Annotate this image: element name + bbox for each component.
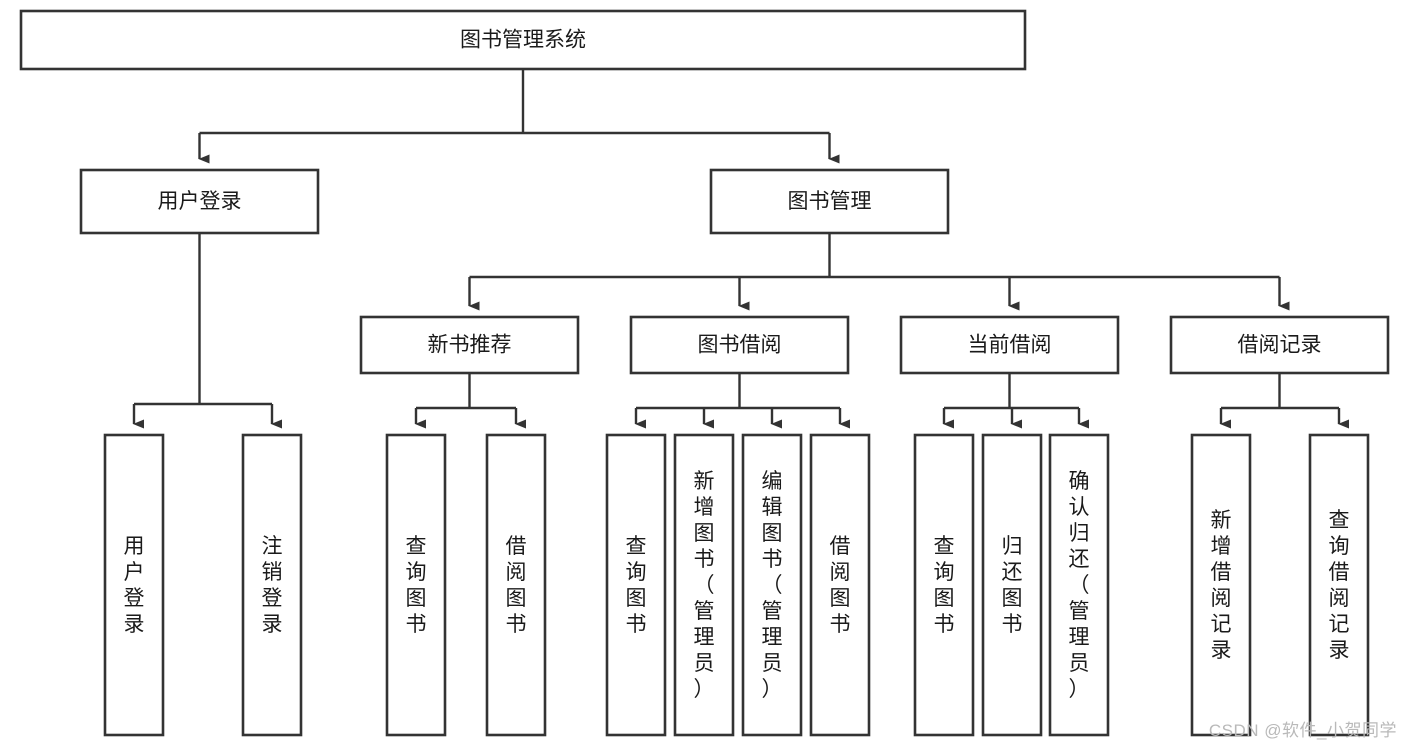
node-leaf-9-label: 归还图书 [1002,535,1023,636]
node-leaf-4-box[interactable] [605,433,667,737]
node-level2-1-box[interactable] [709,168,950,235]
node-leaf-5-box[interactable] [673,433,735,737]
node-level3-2-box[interactable] [899,315,1120,375]
node-leaf-6[interactable]: 编辑图书（管理员） [741,433,803,737]
node-layer: 图书管理系统用户登录图书管理新书推荐图书借阅当前借阅借阅记录用户登录注销登录查询… [19,9,1390,737]
node-leaf-3[interactable]: 借阅图书 [485,433,547,737]
node-leaf-11-label: 新增借阅记录 [1211,509,1232,662]
node-level2-0[interactable]: 用户登录 [79,168,320,235]
node-root[interactable]: 图书管理系统 [19,9,1027,71]
node-level2-0-label: 用户登录 [158,190,242,213]
node-leaf-12-label: 查询借阅记录 [1329,509,1350,662]
node-leaf-2-box[interactable] [385,433,447,737]
node-leaf-7-label: 借阅图书 [830,535,851,636]
node-leaf-1[interactable]: 注销登录 [241,433,303,737]
node-level3-1-label: 图书借阅 [698,334,782,357]
node-leaf-7[interactable]: 借阅图书 [809,433,871,737]
node-leaf-12[interactable]: 查询借阅记录 [1308,433,1370,737]
node-leaf-8[interactable]: 查询图书 [913,433,975,737]
node-leaf-3-box[interactable] [485,433,547,737]
node-leaf-12-box[interactable] [1308,433,1370,737]
node-level3-0[interactable]: 新书推荐 [359,315,580,375]
node-level2-0-box[interactable] [79,168,320,235]
node-level3-2[interactable]: 当前借阅 [899,315,1120,375]
node-level3-1[interactable]: 图书借阅 [629,315,850,375]
node-leaf-5[interactable]: 新增图书（管理员） [673,433,735,737]
node-level3-3-label: 借阅记录 [1238,334,1322,357]
node-leaf-4[interactable]: 查询图书 [605,433,667,737]
node-leaf-9-box[interactable] [981,433,1043,737]
node-level3-2-label: 当前借阅 [968,334,1052,357]
node-leaf-10-box[interactable] [1048,433,1110,737]
node-leaf-0[interactable]: 用户登录 [103,433,165,737]
node-leaf-4-label: 查询图书 [626,535,647,636]
node-level3-3[interactable]: 借阅记录 [1169,315,1390,375]
node-leaf-11[interactable]: 新增借阅记录 [1190,433,1252,737]
node-leaf-6-box[interactable] [741,433,803,737]
node-leaf-2-label: 查询图书 [406,535,427,636]
node-leaf-1-box[interactable] [241,433,303,737]
node-level3-1-box[interactable] [629,315,850,375]
node-leaf-9[interactable]: 归还图书 [981,433,1043,737]
node-root-label: 图书管理系统 [460,29,586,52]
node-level2-1-label: 图书管理 [788,190,872,213]
node-leaf-3-label: 借阅图书 [506,535,527,636]
node-leaf-11-box[interactable] [1190,433,1252,737]
node-level3-0-label: 新书推荐 [428,334,512,357]
node-leaf-0-box[interactable] [103,433,165,737]
node-leaf-1-label: 注销登录 [262,535,283,636]
node-level2-1[interactable]: 图书管理 [709,168,950,235]
node-leaf-10-label: 确认归还（管理员） [1069,470,1090,701]
node-level3-3-box[interactable] [1169,315,1390,375]
node-leaf-8-label: 查询图书 [934,535,955,636]
connector-layer [132,69,1349,429]
node-leaf-10[interactable]: 确认归还（管理员） [1048,433,1110,737]
node-leaf-5-label: 新增图书（管理员） [694,470,715,701]
node-leaf-8-box[interactable] [913,433,975,737]
node-root-box[interactable] [19,9,1027,71]
node-leaf-6-label: 编辑图书（管理员） [762,470,783,701]
node-leaf-0-label: 用户登录 [124,535,145,636]
node-level3-0-box[interactable] [359,315,580,375]
node-leaf-7-box[interactable] [809,433,871,737]
node-leaf-2[interactable]: 查询图书 [385,433,447,737]
